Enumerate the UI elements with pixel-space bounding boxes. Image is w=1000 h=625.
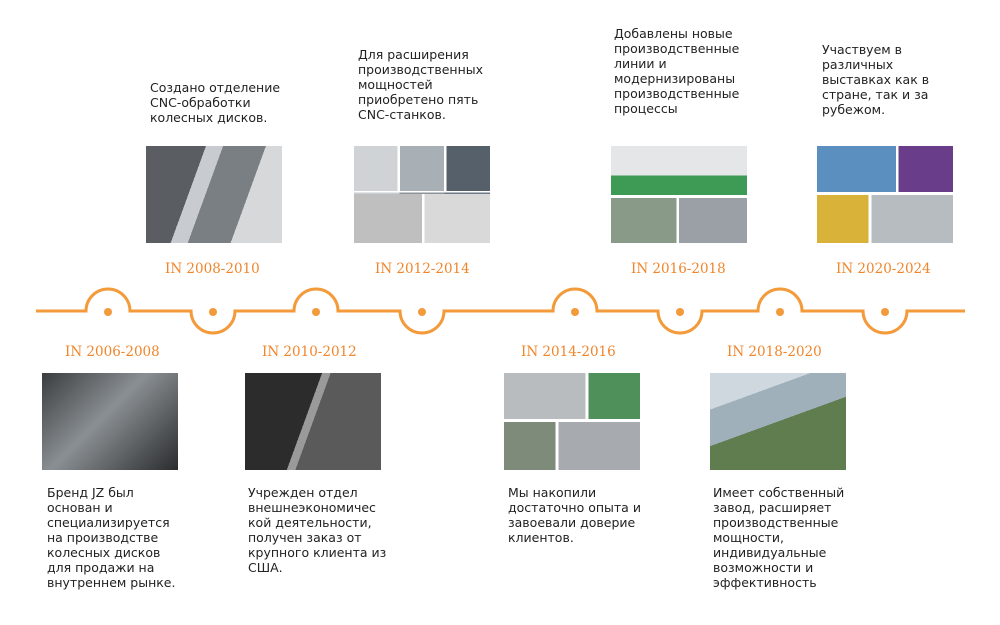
photo-2016-2018 [611, 146, 747, 243]
timeline-dot [104, 308, 112, 316]
event-text-2018-2020: Имеет собственный завод, расширяет произ… [713, 485, 845, 590]
event-text-2008-2010: Создано отделение CNC-обработки колесных… [150, 80, 281, 125]
timeline-dot [676, 308, 684, 316]
timeline-dot [418, 308, 426, 316]
event-text-2016-2018: Добавлены новые производственные линии и… [614, 26, 740, 116]
period-label-2014-2016: IN 2014-2016 [521, 344, 616, 360]
photo-2006-2008 [42, 373, 178, 470]
photo-2018-2020 [710, 373, 846, 470]
event-text-2006-2008: Бренд JZ был основан и специализируется … [47, 485, 176, 590]
event-text-2010-2012: Учрежден отдел внешнеэкономичес кой деят… [248, 485, 387, 575]
event-text-2014-2016: Мы накопили достаточно опыта и завоевали… [508, 485, 641, 545]
photo-2010-2012 [245, 373, 381, 470]
period-label-2008-2010: IN 2008-2010 [165, 261, 260, 277]
photo-2020-2024 [817, 146, 953, 243]
period-label-2018-2020: IN 2018-2020 [727, 344, 822, 360]
timeline-dot [209, 308, 217, 316]
event-text-2020-2024: Участвуем в различных выставках как в ст… [822, 42, 930, 117]
period-label-2020-2024: IN 2020-2024 [836, 261, 931, 277]
timeline-dot [312, 308, 320, 316]
event-text-2012-2014: Для расширения производственных мощносте… [358, 47, 484, 122]
period-label-2010-2012: IN 2010-2012 [262, 344, 357, 360]
timeline-dot [571, 308, 579, 316]
period-label-2016-2018: IN 2016-2018 [631, 261, 726, 277]
timeline-dot [776, 308, 784, 316]
photo-2014-2016 [504, 373, 640, 470]
photo-2012-2014 [354, 146, 490, 243]
timeline-dot [881, 308, 889, 316]
photo-2008-2010 [146, 146, 282, 243]
period-label-2006-2008: IN 2006-2008 [65, 344, 160, 360]
period-label-2012-2014: IN 2012-2014 [375, 261, 470, 277]
